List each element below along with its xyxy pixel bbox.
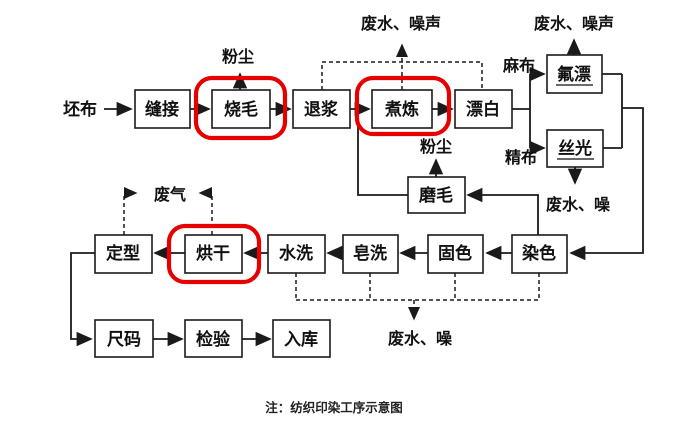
highlight-singe (193, 75, 288, 141)
red-highlights (166, 75, 452, 285)
label-desize: 退浆 (304, 99, 339, 119)
label-wastewater-noise-bleach: 废水、噪声 (534, 14, 614, 33)
box-scour (371, 89, 433, 129)
label-waste-gas: 废气 (154, 185, 186, 204)
box-singe (211, 89, 271, 129)
label-linen-cloth: 麻布 (502, 56, 535, 75)
line-sand-return-to-scour (357, 110, 408, 196)
label-dust-singe: 粉尘 (222, 47, 254, 66)
box-sand (407, 176, 466, 214)
box-mercerize (546, 129, 604, 168)
box-soap-wash (342, 234, 399, 274)
highlight-dry (166, 223, 262, 285)
box-dye (511, 234, 568, 274)
label-fluorine-bleach: 氟漂 (557, 64, 591, 84)
arrow-heatset-to-sizing (70, 252, 95, 347)
label-singe: 烧毛 (224, 99, 258, 119)
label-wastewater-noise-wash: 废水、噪 (388, 329, 453, 348)
box-warehouse (272, 319, 331, 358)
label-inspect: 检验 (196, 329, 231, 349)
box-sizing (94, 319, 154, 358)
arrow-merge-to-dye (569, 107, 644, 261)
line-merge-right (602, 73, 623, 149)
label-warehouse: 入库 (284, 329, 318, 349)
highlight-scour (354, 75, 452, 137)
label-sand: 磨毛 (419, 185, 453, 205)
label-sizing: 尺码 (107, 330, 141, 349)
label-water-wash: 水洗 (279, 243, 313, 263)
box-inspect (184, 319, 243, 358)
process-box-labels: 坯布 缝接 烧毛 退浆 煮炼 漂白 氟漂 丝光 磨毛 定型 烘干 水洗 皂洗 固… (63, 64, 594, 349)
label-grey-cloth: 坯布 (63, 99, 97, 119)
label-dye: 染色 (522, 243, 556, 263)
label-wastewater-noise-mercerize: 废水、噪 (546, 195, 611, 214)
box-color-fix (427, 234, 484, 274)
label-color-fix: 固色 (438, 243, 472, 263)
box-desize (292, 89, 351, 129)
label-mercerize: 丝光 (558, 138, 592, 158)
dashed-wash-collector (295, 273, 540, 301)
label-dry: 烘干 (196, 243, 230, 263)
arrow-dye-to-sand (466, 187, 539, 235)
label-dust-sand: 粉尘 (420, 137, 452, 156)
box-heat-set (94, 234, 153, 274)
diagram-caption: 注：纺织印染工序示意图 (265, 400, 403, 415)
box-dry (184, 234, 243, 274)
label-fine-cloth: 精布 (505, 148, 537, 167)
label-wastewater-noise-scour: 废水、噪声 (361, 14, 441, 33)
label-bleach: 漂白 (466, 99, 500, 119)
box-water-wash (267, 234, 326, 274)
box-fluorine-bleach (546, 54, 603, 94)
emission-labels: 粉尘 废水、噪声 废水、噪声 麻布 精布 粉尘 废水、噪 废气 废水、噪 (154, 14, 614, 348)
box-sew (134, 89, 191, 129)
box-bleach (454, 89, 513, 129)
process-boxes (94, 54, 604, 358)
solid-flow-lines (70, 38, 644, 347)
label-sew: 缝接 (145, 99, 179, 119)
label-soap-wash: 皂洗 (353, 243, 387, 263)
label-scour: 煮炼 (384, 99, 419, 119)
dashed-emission-lines (123, 43, 540, 321)
line-bleach-split (512, 74, 531, 148)
label-heat-set: 定型 (106, 243, 140, 263)
